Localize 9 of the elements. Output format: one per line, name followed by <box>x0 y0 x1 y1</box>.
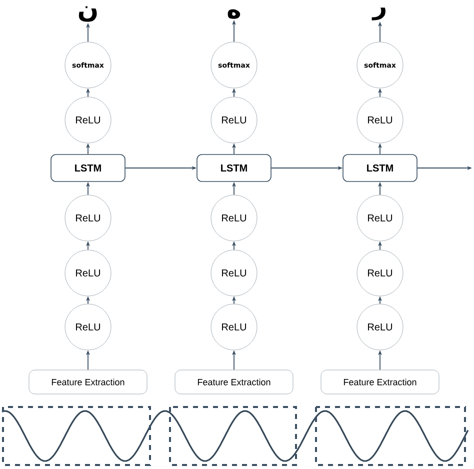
lstm-box: LSTM <box>342 154 418 182</box>
letter-text: ه <box>228 9 240 19</box>
feature-extraction-box: Feature Extraction <box>174 370 294 394</box>
lstm-box: LSTM <box>50 154 126 182</box>
feature-extraction-box: Feature Extraction <box>320 370 440 394</box>
lstm-box: LSTM <box>196 154 272 182</box>
letter-text: ن <box>78 6 97 22</box>
feature-extraction-box: Feature Extraction <box>28 370 148 394</box>
letter-text: ر <box>372 8 386 20</box>
